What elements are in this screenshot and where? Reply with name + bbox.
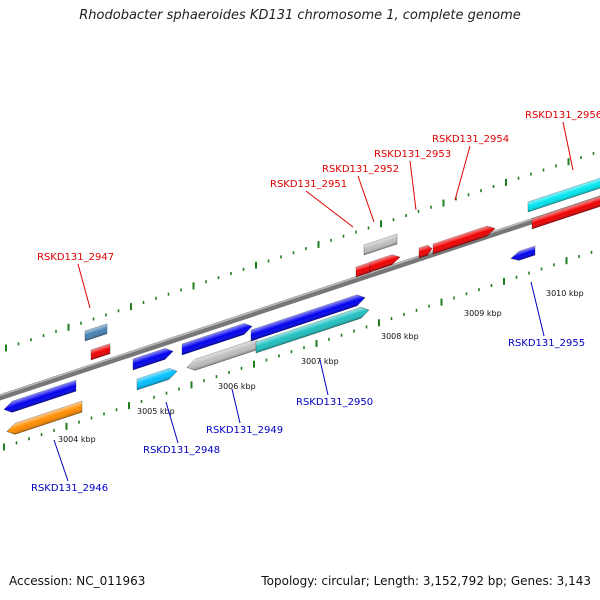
leader-line xyxy=(231,388,241,424)
leader-line xyxy=(409,160,417,211)
gene-label[interactable]: RSKD131_2949 xyxy=(206,425,283,436)
gene-RSKD131_2949[interactable] xyxy=(186,338,258,373)
ruler-label: 3010 kbp xyxy=(546,289,584,298)
backbone xyxy=(0,195,600,401)
leader-line xyxy=(319,359,329,396)
ruler-label: 3009 kbp xyxy=(464,309,502,318)
leader-line xyxy=(562,121,574,171)
gene-RSKD131_2955[interactable] xyxy=(510,245,536,263)
gene-blue-2950b[interactable] xyxy=(250,292,366,342)
gene-red-2956b[interactable] xyxy=(531,192,600,230)
gene-label[interactable]: RSKD131_2948 xyxy=(143,445,220,456)
genome-summary-text: Topology: circular; Length: 3,152,792 bp… xyxy=(261,574,591,588)
gene-RSKD131_2946[interactable] xyxy=(6,400,83,437)
gene-label[interactable]: RSKD131_2947 xyxy=(37,252,114,263)
leader-line xyxy=(454,145,471,201)
gene-label[interactable]: RSKD131_2950 xyxy=(296,397,373,408)
gene-blue-2948b[interactable] xyxy=(132,346,174,371)
gene-label[interactable]: RSKD131_2955 xyxy=(508,338,585,349)
leader-line xyxy=(305,190,354,228)
leader-line xyxy=(357,175,375,223)
gene-label[interactable]: RSKD131_2956 xyxy=(525,110,600,121)
gene-RSKD131_2956[interactable] xyxy=(527,175,600,213)
ruler-label: 3008 kbp xyxy=(381,332,419,341)
gene-RSKD131_2947[interactable] xyxy=(84,323,108,342)
leader-line xyxy=(165,401,179,444)
gene-label[interactable]: RSKD131_2946 xyxy=(31,483,108,494)
genes-layer xyxy=(3,175,600,437)
leader-line xyxy=(53,439,69,482)
gene-RSKD131_2953[interactable] xyxy=(418,244,433,259)
gene-RSKD131_2950[interactable] xyxy=(255,305,370,354)
gene-RSKD131_2954[interactable] xyxy=(432,223,496,255)
ruler-label: 3004 kbp xyxy=(58,435,96,444)
accession-text: Accession: NC_011963 xyxy=(9,574,146,588)
gene-RSKD131_2948[interactable] xyxy=(136,366,178,391)
leader-line xyxy=(530,281,545,337)
gene-RSKD131_2952[interactable] xyxy=(355,261,371,278)
gene-label[interactable]: RSKD131_2954 xyxy=(432,134,509,145)
gene-label[interactable]: RSKD131_2953 xyxy=(374,149,451,160)
ruler-label: 3006 kbp xyxy=(218,382,256,391)
leader-line xyxy=(77,263,91,309)
gene-blue-2949b[interactable] xyxy=(181,321,253,356)
gene-RSKD131_2951[interactable] xyxy=(363,233,398,256)
gene-red-2952b[interactable] xyxy=(369,252,401,273)
ticks-layer xyxy=(3,151,595,451)
gene-label[interactable]: RSKD131_2951 xyxy=(270,179,347,190)
gene-label[interactable]: RSKD131_2952 xyxy=(322,164,399,175)
gene-red-2947b[interactable] xyxy=(90,343,111,361)
genome-title: Rhodobacter sphaeroides KD131 chromosome… xyxy=(79,8,521,23)
gene-blue-partner-2946[interactable] xyxy=(3,379,77,415)
ruler-label: 3005 kbp xyxy=(137,407,175,416)
